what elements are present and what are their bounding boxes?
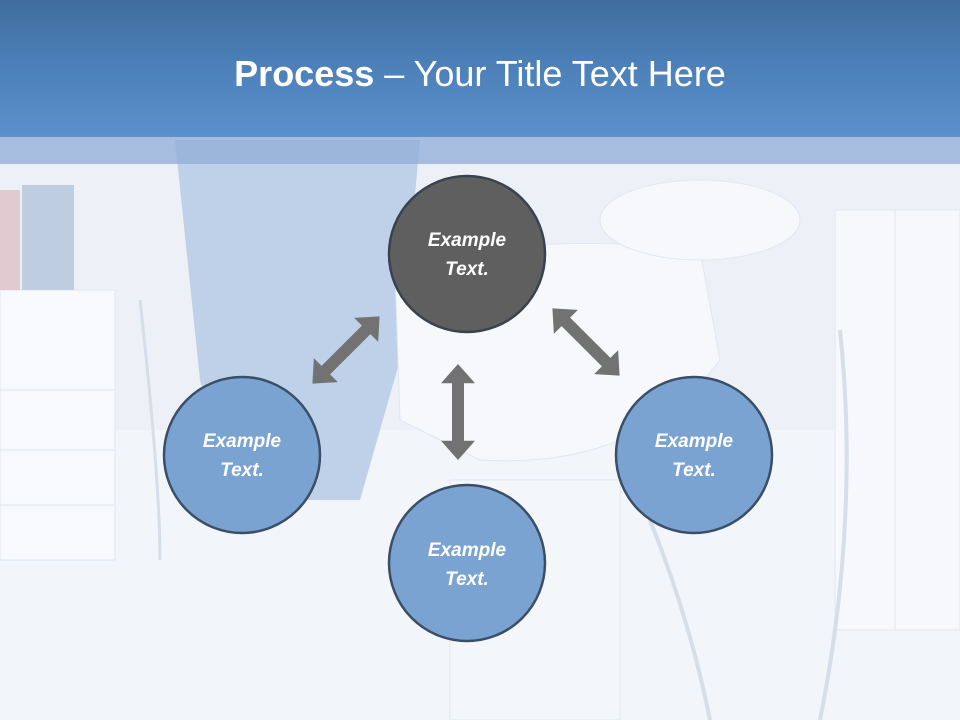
arrow-right-top xyxy=(540,296,632,388)
node-top-line1: Example xyxy=(428,230,507,251)
node-left-circle xyxy=(162,375,322,535)
node-left-line2: Text. xyxy=(220,460,264,481)
node-top-circle xyxy=(387,174,547,334)
node-bottom-circle xyxy=(387,483,547,643)
title-divider-strip xyxy=(0,137,960,164)
arrow-vertical xyxy=(441,364,475,460)
title-rest: – Your Title Text Here xyxy=(374,53,726,94)
node-right-line1: Example xyxy=(655,431,734,452)
node-top: Example Text. xyxy=(387,174,547,334)
node-right-circle xyxy=(614,375,774,535)
title-bar xyxy=(0,0,960,137)
node-top-line2: Text. xyxy=(445,259,489,280)
slide-title: Process – Your Title Text Here xyxy=(0,52,960,96)
node-left-line1: Example xyxy=(203,431,282,452)
node-bottom-line1: Example xyxy=(428,540,507,561)
title-bold: Process xyxy=(234,53,375,94)
node-right-line2: Text. xyxy=(672,460,716,481)
arrow-left-top xyxy=(300,304,392,396)
node-bottom: Example Text. xyxy=(387,483,547,643)
node-left: Example Text. xyxy=(162,375,322,535)
node-bottom-line2: Text. xyxy=(445,569,489,590)
node-right: Example Text. xyxy=(614,375,774,535)
